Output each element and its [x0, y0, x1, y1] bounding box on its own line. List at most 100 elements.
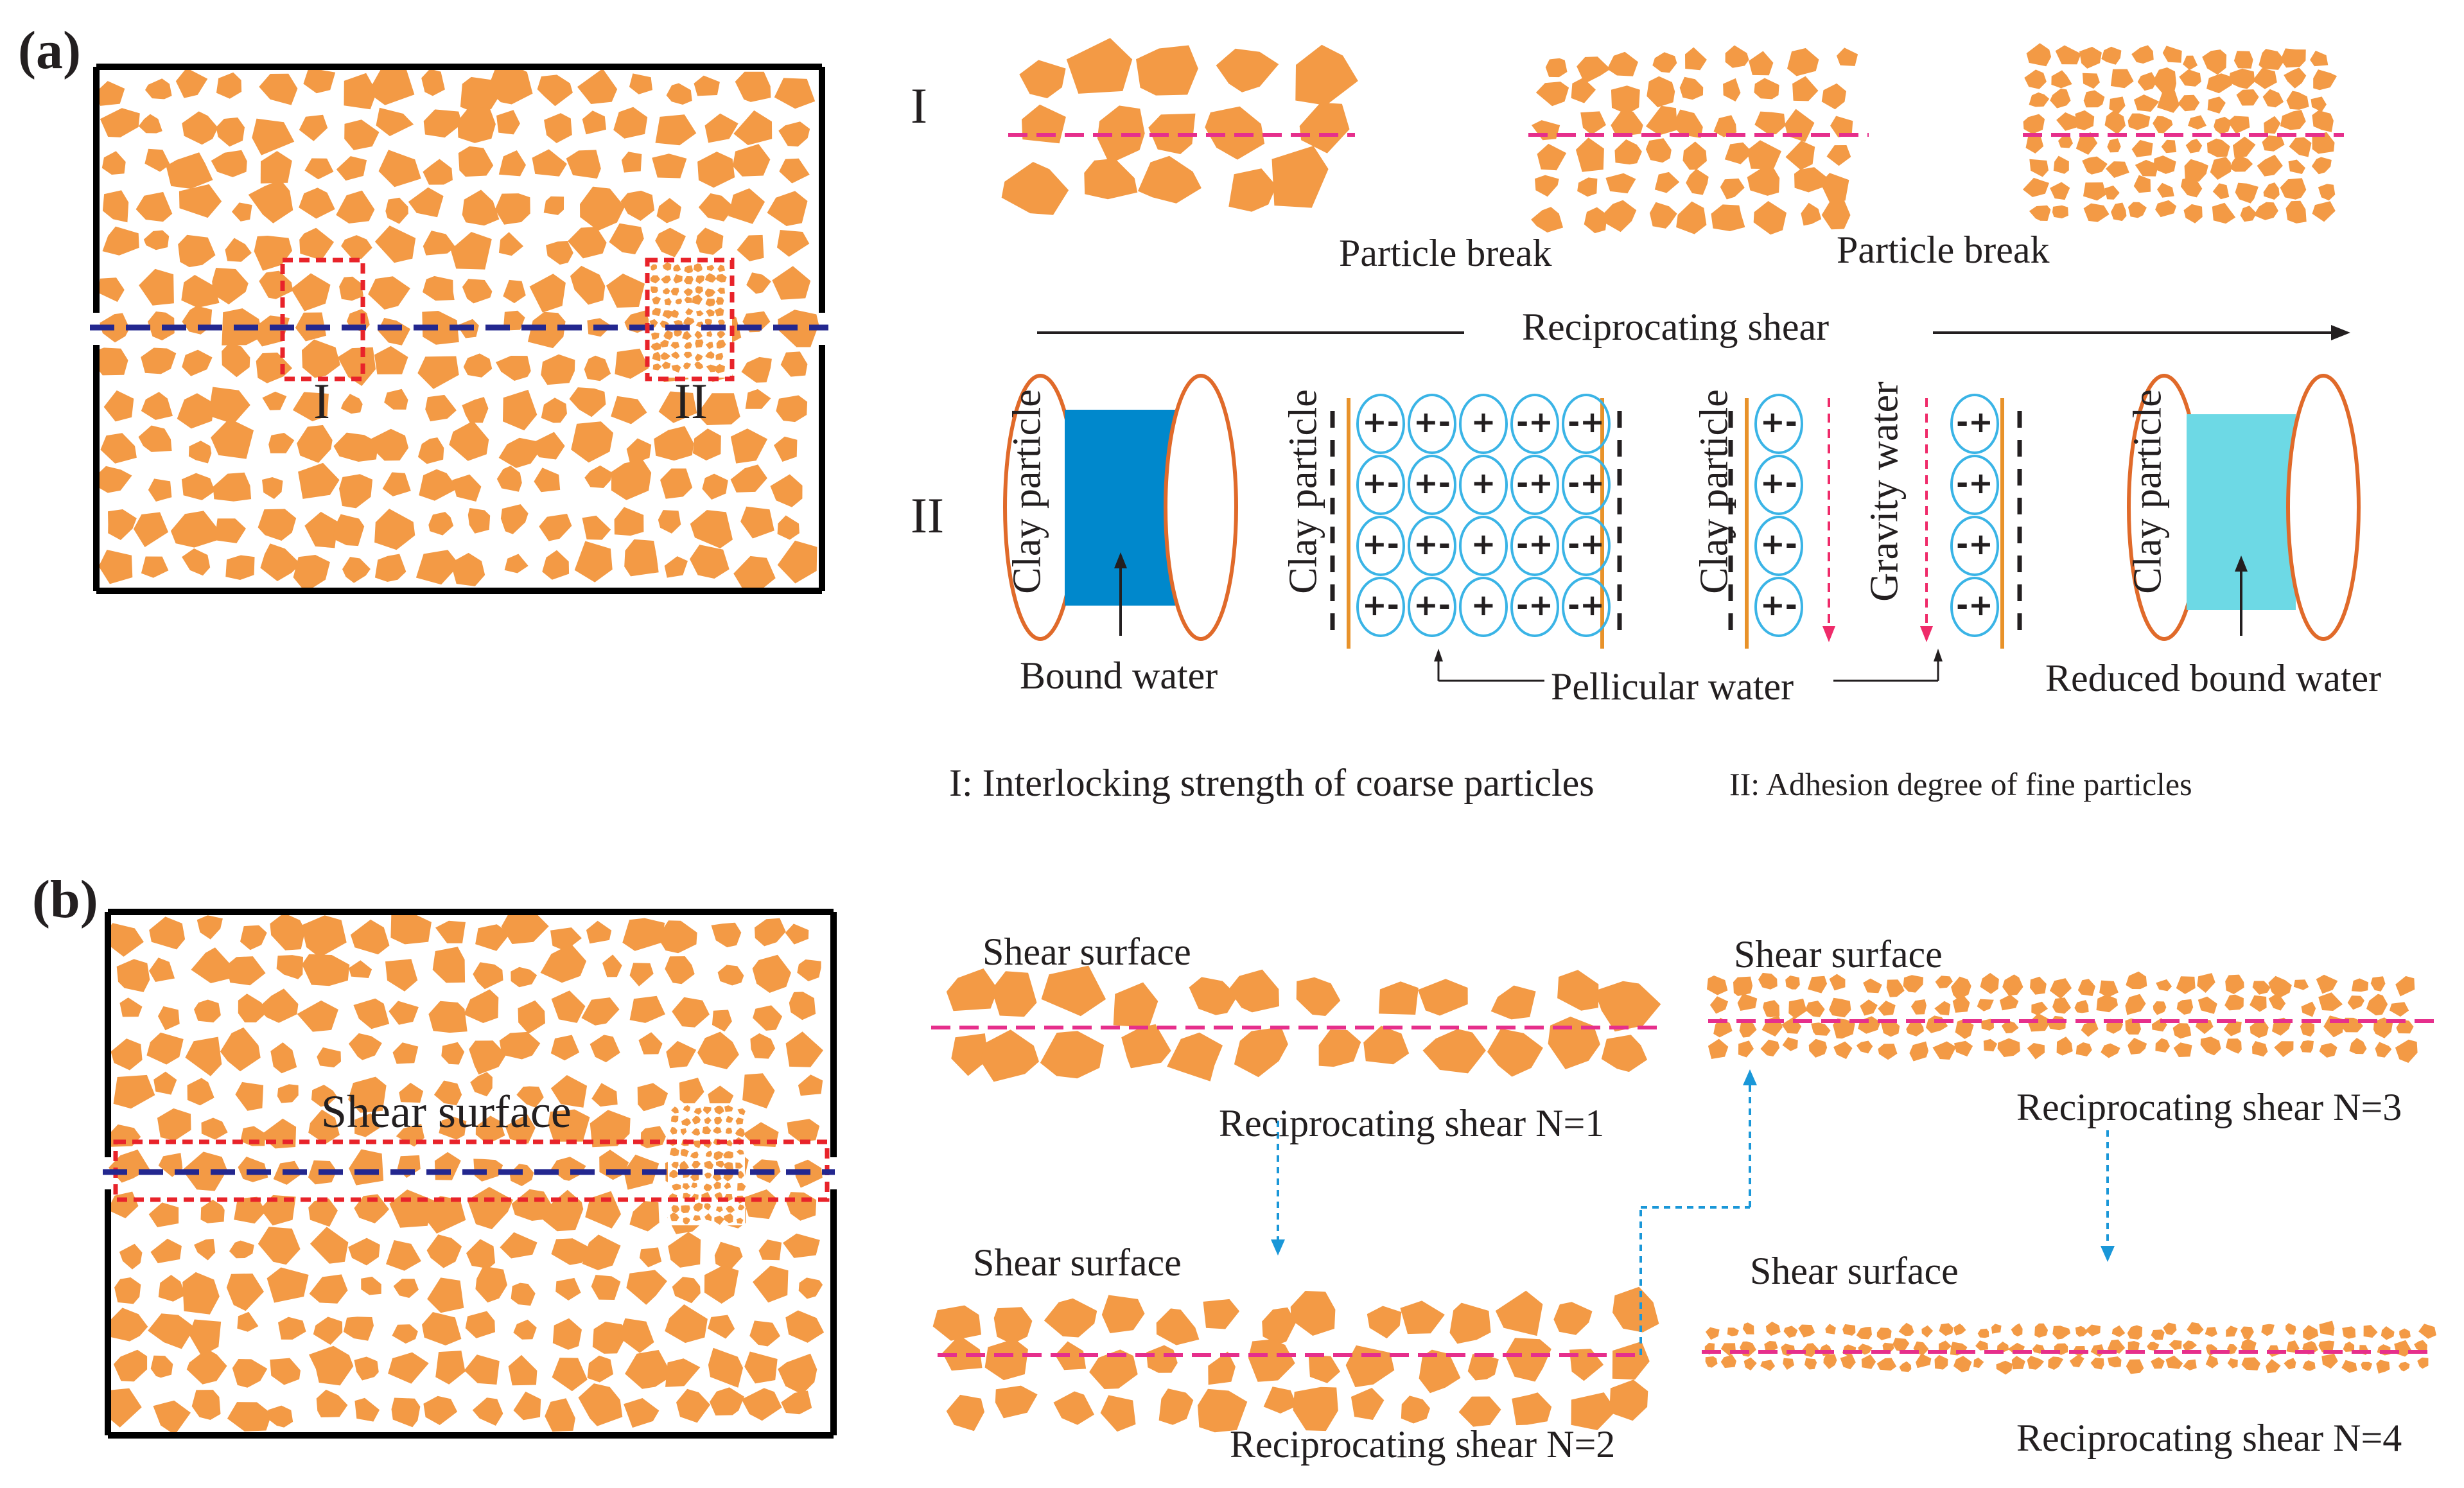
coarse-particle [753, 1005, 783, 1031]
coarse-particle [629, 963, 654, 986]
coarse-particle [475, 1266, 507, 1303]
coarse-particle [462, 279, 493, 304]
fine-particle [650, 275, 660, 284]
strip-particle [1720, 1343, 1736, 1356]
fine-particle [669, 1169, 679, 1178]
ion-symbol: -+ [1956, 527, 1993, 561]
coarse-particle [513, 1319, 537, 1340]
strip-particle [2198, 996, 2217, 1014]
strip-particle [2228, 68, 2255, 89]
strip-particle [1495, 1290, 1543, 1336]
strip-particle [1548, 1017, 1600, 1069]
ion-symbol: -+ [1956, 588, 1993, 622]
fine-particle [737, 1182, 746, 1191]
coarse-particle [100, 433, 137, 464]
strip-particle [1612, 1341, 1650, 1380]
coarse-particle [755, 918, 786, 947]
coarse-particle [213, 472, 252, 502]
coarse-particle [102, 190, 129, 223]
coarse-particle [276, 955, 303, 979]
coarse-particle [182, 1151, 227, 1191]
strip-particle [1156, 1308, 1200, 1345]
coarse-particle [234, 1196, 266, 1224]
fine-particle [694, 362, 704, 370]
ion-symbol: + [1471, 405, 1496, 439]
strip-particle [1649, 202, 1677, 229]
fine-particle [652, 308, 661, 317]
legend-I: I: Interlocking strength of coarse parti… [949, 762, 1595, 804]
strip-particle [2261, 1324, 2275, 1336]
coarse-particle [741, 1388, 782, 1421]
fine-particle [718, 319, 725, 326]
strip-particle [1419, 1349, 1461, 1394]
fine-particle [671, 1161, 679, 1169]
strip-particle [1535, 175, 1559, 197]
water-ring [1754, 516, 1803, 576]
coarse-particle [708, 1315, 735, 1339]
coarse-particle [584, 465, 613, 488]
strip-particle [1136, 45, 1198, 96]
fine-particle [715, 274, 727, 283]
water-ring [1510, 577, 1559, 637]
fine-particle [684, 265, 694, 274]
fine-particle [693, 1140, 702, 1148]
coarse-particle [433, 1080, 462, 1106]
strip-particle [1934, 1354, 1948, 1370]
fine-particle [669, 1148, 679, 1157]
strip-particle [1743, 1357, 1757, 1370]
coarse-particle [704, 1265, 739, 1304]
strip-particle [2128, 202, 2147, 218]
coarse-particle [116, 959, 150, 992]
coarse-particle [262, 477, 283, 499]
strip-particle [1876, 1358, 1897, 1371]
coarse-particle [467, 1187, 513, 1230]
strip-particle [1785, 976, 1800, 990]
coarse-particle [508, 1354, 537, 1386]
coarse-particle [134, 512, 169, 547]
coarse-particle [585, 1191, 622, 1229]
strip-particle [2224, 994, 2244, 1011]
gravity-arrowhead-2 [1920, 626, 1933, 642]
fine-particle [714, 1116, 722, 1125]
strip-particle [1953, 1324, 1966, 1336]
strip-particle [2056, 1037, 2073, 1056]
coarse-particle [385, 197, 408, 224]
strip-particle [1861, 1354, 1876, 1369]
strip-particle [1066, 38, 1133, 94]
fine-particle [696, 310, 704, 317]
coarse-particle [148, 1202, 179, 1227]
coarse-particle [354, 1194, 389, 1223]
coarse-particle [582, 515, 611, 540]
coarse-particle [584, 355, 611, 381]
strip-particle [1733, 976, 1753, 996]
ion-symbol: -+ [1516, 466, 1553, 500]
fine-particle [704, 1160, 713, 1169]
fine-particle [724, 1162, 734, 1171]
coarse-particle [108, 923, 144, 957]
strip-particle [1747, 168, 1780, 196]
fine-particle [703, 1184, 713, 1191]
strip-particle [2163, 1322, 2177, 1335]
strip-particle [2235, 182, 2259, 204]
coarse-particle [620, 190, 655, 221]
strip-particle [2284, 1358, 2296, 1370]
strip-particle [1954, 1040, 1973, 1057]
coarse-particle [421, 69, 445, 96]
strip-particle [2264, 116, 2281, 134]
coarse-particle [309, 1345, 354, 1386]
coarse-particle [374, 554, 406, 582]
strip-particle [1607, 51, 1638, 76]
coarse-particle [656, 198, 681, 223]
strip-particle [2321, 1353, 2338, 1369]
strip-particle [993, 1307, 1033, 1345]
coarse-particle [417, 437, 444, 464]
coarse-particle [665, 956, 695, 985]
strip-particle [1760, 1360, 1776, 1371]
coarse-particle [500, 1232, 537, 1259]
strip-particle [2188, 115, 2206, 130]
coarse-particle [730, 428, 768, 464]
strip-particle [2226, 1326, 2238, 1337]
coarse-particle [149, 916, 186, 950]
